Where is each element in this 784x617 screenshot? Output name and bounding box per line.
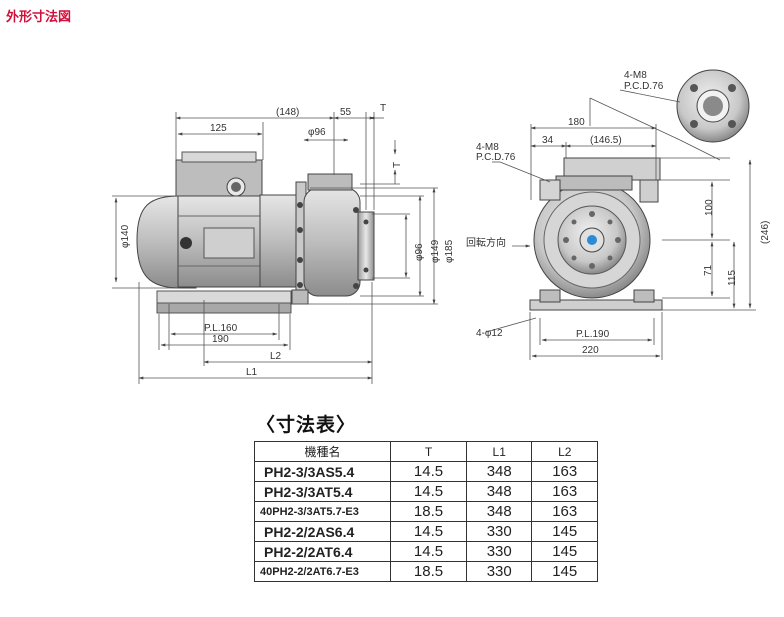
table-row: PH2-2/2AS6.4 14.5 330 145 <box>254 521 598 542</box>
dim-34: 34 <box>542 135 554 146</box>
l2-value: 163 <box>531 501 598 522</box>
rotation-direction-label: 回転方向 <box>466 236 506 249</box>
table-heading: 〈寸法表〉 <box>256 415 357 436</box>
dimension-drawing: 125 (148) 55 T φ96 T φ140 φ96 φ149 φ185 … <box>112 69 771 384</box>
t-value: 14.5 <box>390 481 467 502</box>
dim-phi96-top: φ96 <box>308 127 326 138</box>
col-header-t: T <box>390 441 467 462</box>
t-value: 14.5 <box>390 521 467 542</box>
dim-71: 71 <box>703 264 714 276</box>
dim-phi140: φ140 <box>120 224 131 248</box>
front-view-pump <box>529 157 663 311</box>
dim-t-top: T <box>380 103 386 114</box>
dim-220: 220 <box>582 345 599 356</box>
dim-246: (246) <box>760 221 771 244</box>
col-header-model: 機種名 <box>254 441 391 462</box>
model-name: 40PH2-2/2AT6.7-E3 <box>254 561 391 582</box>
front-view-dimension-lines <box>485 89 756 360</box>
l2-value: 145 <box>531 541 598 562</box>
l2-value: 163 <box>531 461 598 482</box>
dim-phi96-side: φ96 <box>414 243 425 261</box>
model-name: PH2-3/3AT5.4 <box>254 481 391 502</box>
dim-125: 125 <box>210 123 227 134</box>
dim-100: 100 <box>704 199 715 216</box>
l1-value: 330 <box>465 541 533 562</box>
l1-value: 330 <box>465 521 533 542</box>
dim-pl190: P.L.190 <box>576 329 610 340</box>
l2-value: 145 <box>531 561 598 582</box>
l1-value: 348 <box>465 481 533 502</box>
table-row: 40PH2-2/2AT6.7-E3 18.5 330 145 <box>254 561 598 582</box>
dim-flange-pcd: P.C.D.76 <box>624 81 664 92</box>
dim-148: (148) <box>276 107 299 118</box>
dim-t-side: T <box>392 162 403 168</box>
dim-phi149: φ149 <box>430 239 441 263</box>
dim-pl160: P.L.160 <box>204 323 238 334</box>
dim-115: 115 <box>727 270 738 286</box>
l2-value: 145 <box>531 521 598 542</box>
side-view-pump <box>136 151 375 314</box>
l1-value: 348 <box>465 461 533 482</box>
table-header-row: 機種名 T L1 L2 <box>254 441 598 462</box>
col-header-l1: L1 <box>465 441 533 462</box>
dim-l2: L2 <box>270 351 282 362</box>
t-value: 14.5 <box>390 541 467 562</box>
dim-180: 180 <box>568 117 585 128</box>
dim-flange-bolts: 4-M8 <box>624 70 647 81</box>
table-row: PH2-2/2AT6.4 14.5 330 145 <box>254 541 598 562</box>
dim-55: 55 <box>340 107 352 118</box>
model-name: PH2-2/2AT6.4 <box>254 541 391 562</box>
t-value: 18.5 <box>390 561 467 582</box>
col-header-l2: L2 <box>531 441 598 462</box>
dim-190-side: 190 <box>212 334 229 345</box>
t-value: 14.5 <box>390 461 467 482</box>
dim-l1: L1 <box>246 367 258 378</box>
table-row: PH2-3/3AS5.4 14.5 348 163 <box>254 461 598 482</box>
side-view-dimension-lines <box>112 112 438 384</box>
dimension-table: 機種名 T L1 L2 PH2-3/3AS5.4 14.5 348 163 PH… <box>254 441 598 582</box>
dim-port-bolts: 4-M8 <box>476 142 499 153</box>
model-name: PH2-2/2AS6.4 <box>254 521 391 542</box>
dim-port-pcd: P.C.D.76 <box>476 152 516 163</box>
page-title: 外形寸法図 <box>6 9 72 24</box>
model-name: 40PH2-3/3AT5.7-E3 <box>254 501 391 522</box>
t-value: 18.5 <box>390 501 467 522</box>
l2-value: 163 <box>531 481 598 502</box>
dim-phi185: φ185 <box>444 239 455 263</box>
dim-holes: 4-φ12 <box>476 328 503 339</box>
model-name: PH2-3/3AS5.4 <box>254 461 391 482</box>
flange-detail <box>676 69 750 143</box>
dim-146-5: (146.5) <box>590 135 622 146</box>
l1-value: 348 <box>465 501 533 522</box>
l1-value: 330 <box>465 561 533 582</box>
table-row: PH2-3/3AT5.4 14.5 348 163 <box>254 481 598 502</box>
table-row: 40PH2-3/3AT5.7-E3 18.5 348 163 <box>254 501 598 522</box>
